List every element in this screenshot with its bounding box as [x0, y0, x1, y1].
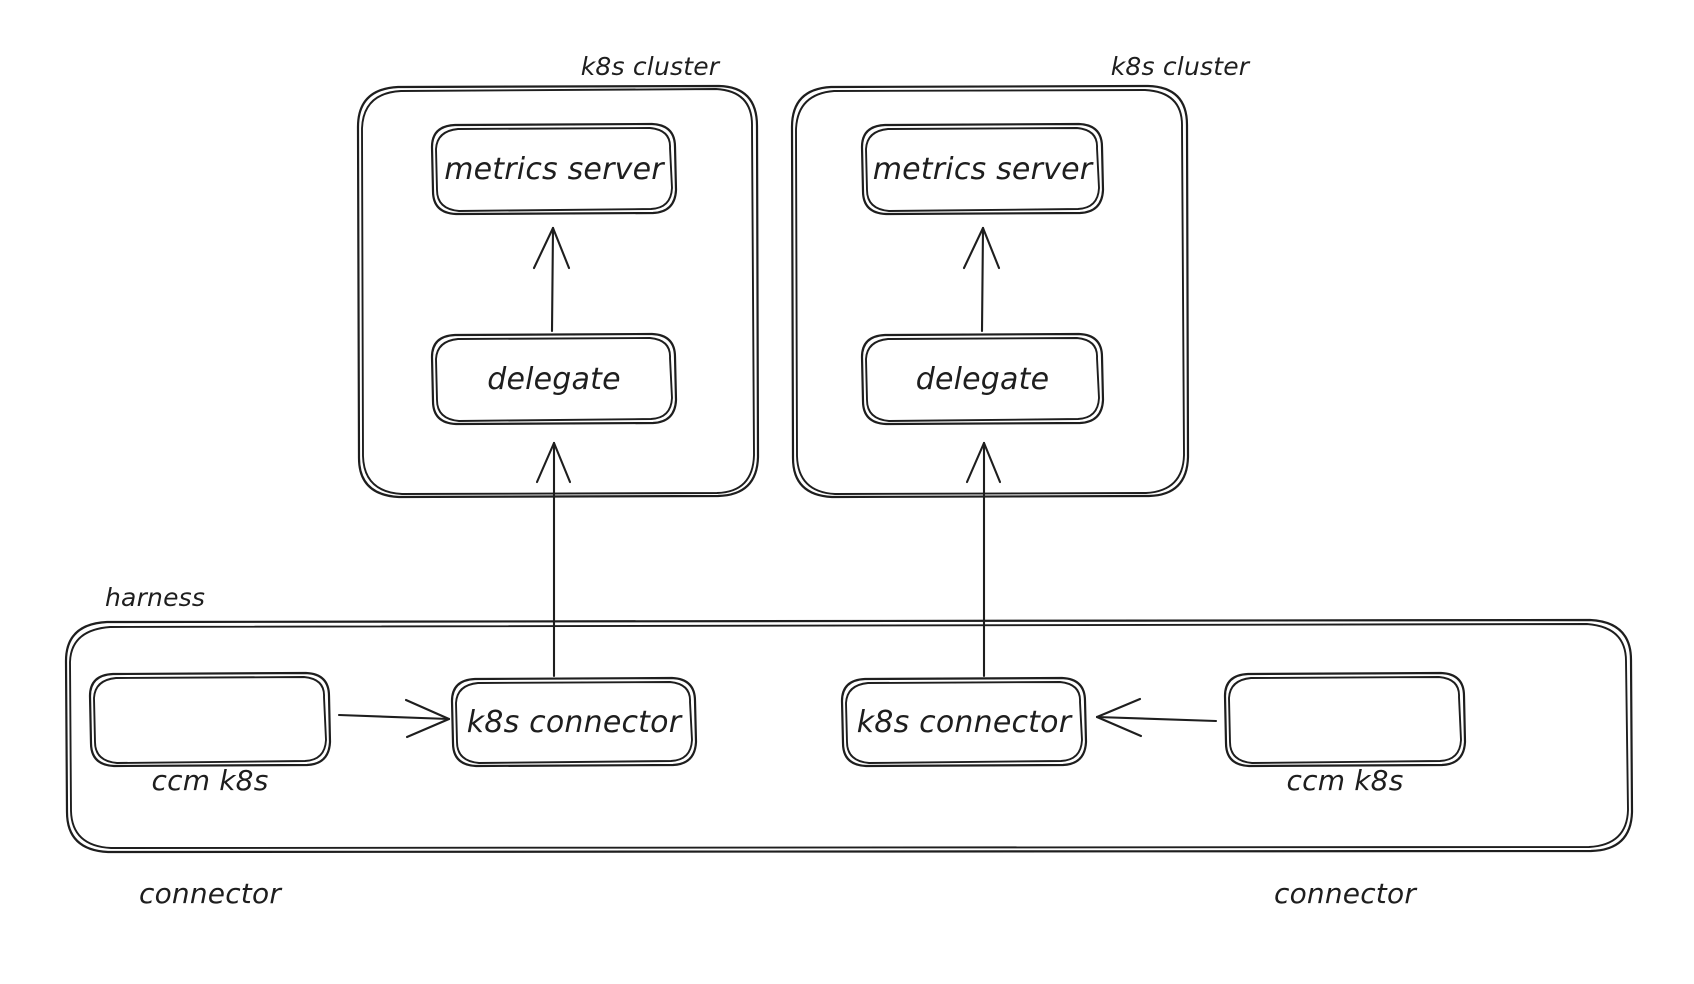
- group-cluster-left[interactable]: [356, 84, 760, 499]
- node-k8s-connector-left[interactable]: [450, 676, 698, 768]
- node-metrics-server-right[interactable]: [860, 122, 1105, 216]
- node-delegate-right[interactable]: [860, 332, 1105, 426]
- edge-ccm-to-k8sconnector-left: [337, 698, 451, 739]
- edge-k8sconnector-to-delegate-right: [965, 441, 1002, 678]
- edge-delegate-to-metrics-right: [962, 226, 1001, 333]
- edge-k8sconnector-to-delegate-left: [535, 441, 572, 678]
- edge-delegate-to-metrics-left: [532, 226, 571, 333]
- node-metrics-server-left[interactable]: [430, 122, 678, 216]
- node-k8s-connector-right[interactable]: [840, 676, 1088, 768]
- group-cluster-right[interactable]: [790, 84, 1190, 499]
- group-harness[interactable]: [64, 618, 1634, 854]
- node-ccm-k8s-connector-right[interactable]: [1223, 671, 1467, 768]
- edge-ccm-to-k8sconnector-right: [1095, 697, 1218, 738]
- node-ccm-k8s-connector-left[interactable]: [88, 671, 332, 768]
- node-delegate-left[interactable]: [430, 332, 678, 426]
